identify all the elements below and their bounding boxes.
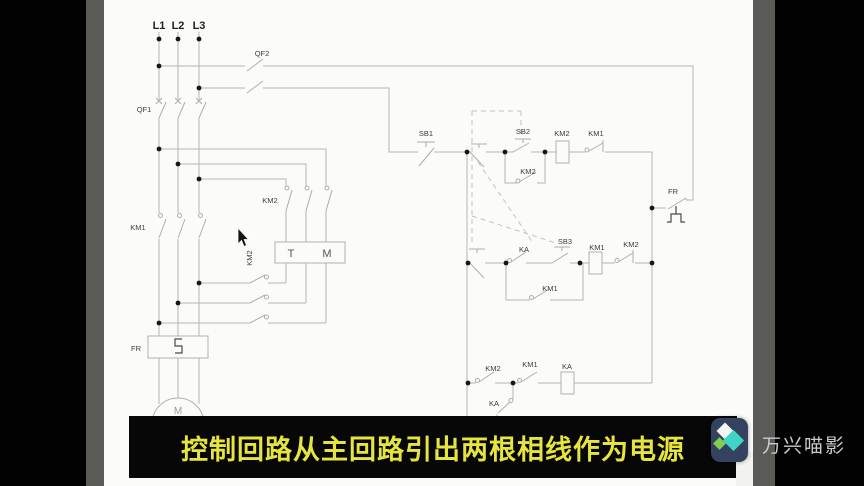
diagram-canvas [104, 0, 753, 486]
label-sb3: SB3 [558, 237, 572, 246]
label-sb2: SB2 [516, 127, 530, 136]
label-ka-row2: KA [519, 245, 529, 254]
subtitle-bar: 控制回路从主回路引出两根相线作为电源 [129, 416, 737, 478]
label-sb1: SB1 [419, 129, 433, 138]
right-gray-strip [753, 0, 775, 486]
phase-label-l1: L1 [153, 20, 166, 32]
left-gray-strip [86, 0, 104, 486]
phase-label-l2: L2 [172, 20, 185, 32]
label-km2-upper: KM2 [262, 196, 277, 205]
label-km1-nc: KM1 [588, 129, 603, 138]
label-qf1: QF1 [137, 105, 152, 114]
mechanical-link-dashes [471, 110, 557, 246]
label-km2-coil: KM2 [554, 129, 569, 138]
watermark-brand-text: 万兴喵影 [762, 436, 847, 457]
label-ka-branch: KA [489, 399, 499, 408]
label-km1-hold: KM1 [542, 284, 557, 293]
label-box-m: M [322, 248, 331, 260]
circuit-diagram: L1 L2 L3 QF2 QF1 KM1 KM2 KM2 T M FR M SB… [130, 20, 694, 451]
label-km1-row3: KM1 [522, 360, 537, 369]
junction-dots [156, 36, 655, 386]
contact-arcs [158, 147, 620, 403]
mouse-cursor [237, 226, 250, 248]
label-box-t: T [288, 248, 295, 260]
label-motor: M [174, 406, 182, 417]
thermal-relay-box [147, 335, 209, 359]
heater-element-icon [174, 338, 183, 354]
label-ka-coil: KA [562, 362, 572, 371]
label-km1-main: KM1 [130, 223, 145, 232]
label-km1-coil: KM1 [589, 243, 604, 252]
ka-coil-box [560, 371, 575, 395]
km2-coil-box [555, 140, 570, 164]
contact-symbols [155, 58, 687, 414]
label-qf2: QF2 [255, 49, 270, 58]
label-km2-rotated: KM2 [245, 250, 254, 265]
transformer-box [274, 241, 346, 264]
phase-label-l3: L3 [193, 20, 206, 32]
coils-and-boxes [147, 140, 685, 451]
label-fr-contact: FR [668, 187, 679, 196]
thermal-contact-icon [667, 206, 685, 223]
label-km2-nc: KM2 [623, 240, 638, 249]
km1-coil-box [588, 251, 603, 275]
label-km2-hold: KM2 [520, 167, 535, 176]
watermark-logo-icon [711, 418, 748, 462]
label-fr-main: FR [131, 344, 142, 353]
subtitle-text: 控制回路从主回路引出两根相线作为电源 [181, 434, 685, 465]
label-km2-row3: KM2 [485, 364, 500, 373]
